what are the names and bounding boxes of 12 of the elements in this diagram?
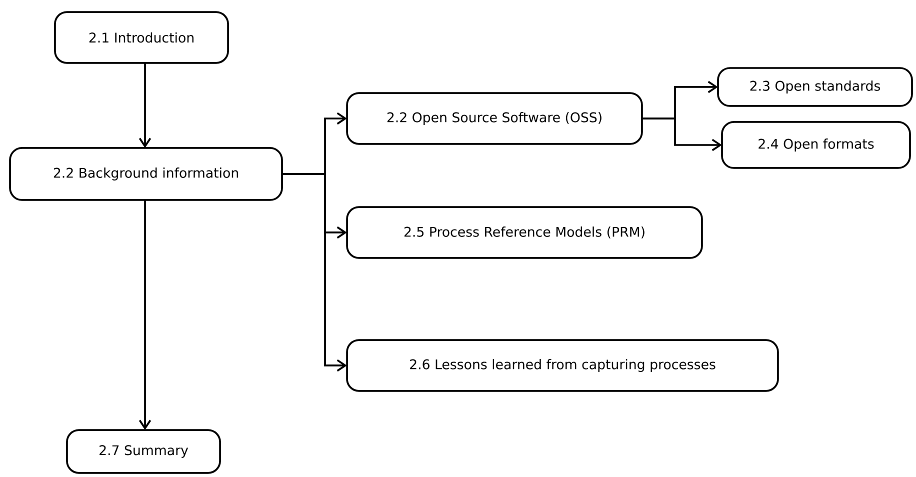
section-box: 2.7 Summary	[66, 429, 221, 474]
section-box: 2.2 Open Source Software (OSS)	[346, 92, 643, 145]
arrow	[282, 173, 347, 372]
section-box: 2.5 Process Reference Models (PRM)	[346, 206, 703, 259]
section-box: 2.1 Introduction	[54, 11, 229, 64]
section-box: 2.4 Open formats	[721, 121, 911, 169]
arrow	[138, 200, 152, 430]
arrow	[138, 63, 152, 148]
section-box: 2.2 Background information	[9, 147, 283, 201]
section-box: 2.3 Open standards	[717, 67, 913, 107]
arrow	[642, 118, 722, 152]
section-box: 2.6 Lessons learned from capturing processes	[346, 339, 779, 392]
